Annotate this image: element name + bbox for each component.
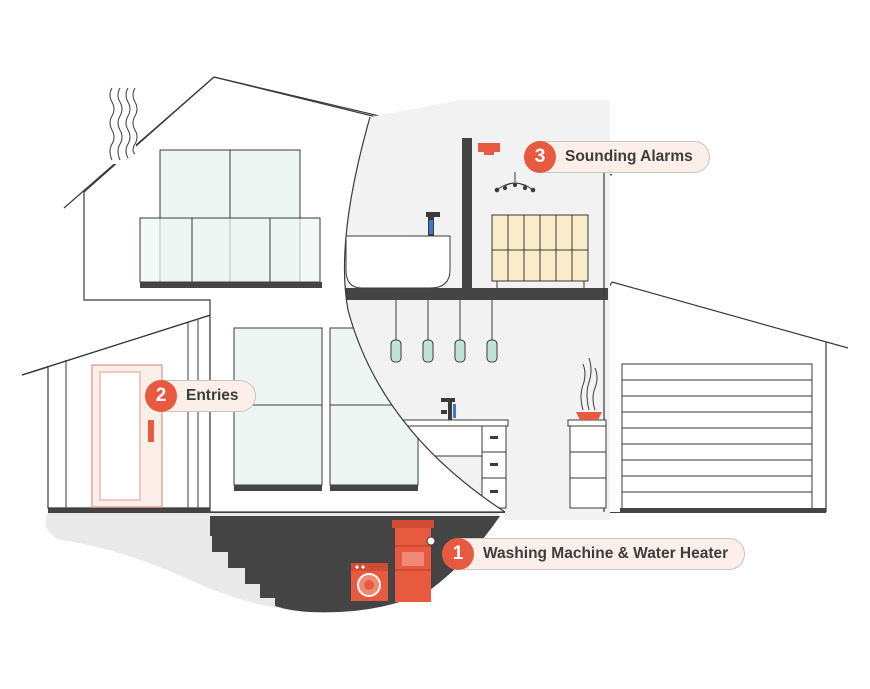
cutaway-edge: [343, 116, 506, 513]
door-handle-icon: [148, 420, 154, 442]
garage-door: [621, 363, 813, 513]
faucet-icon: [441, 398, 456, 420]
closet-icon: [491, 214, 589, 288]
kitchen-counter: [389, 398, 509, 509]
balcony-railing: [139, 217, 322, 288]
chimney: [108, 86, 138, 164]
callout-number-badge: 2: [145, 380, 177, 412]
garage: [569, 281, 849, 513]
callout-entries[interactable]: 2 Entries: [145, 380, 256, 412]
callout-label: Entries: [186, 387, 239, 404]
pendant-lamps: [390, 300, 498, 363]
callout-label: Washing Machine & Water Heater: [483, 545, 729, 562]
callout-washing-machine[interactable]: 1 Washing Machine & Water Heater: [442, 538, 746, 570]
side-cabinet: [567, 419, 607, 509]
washing-machine-icon: [351, 563, 388, 601]
smoke-alarm-icon: [478, 143, 500, 155]
callout-label: Sounding Alarms: [565, 148, 693, 165]
plant-icon: [576, 357, 602, 420]
chandelier-icon: [494, 172, 536, 193]
bathtub-icon: [345, 212, 451, 289]
water-heater-icon: [392, 520, 436, 602]
callout-number-badge: 1: [442, 538, 474, 570]
callout-sounding-alarms[interactable]: 3 Sounding Alarms: [524, 141, 710, 173]
callout-number-badge: 3: [524, 141, 556, 173]
